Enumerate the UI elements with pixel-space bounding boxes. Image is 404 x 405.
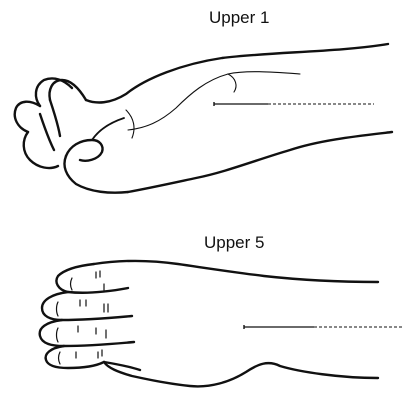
finger-top: [56, 264, 128, 293]
arm-upper-contour: [94, 261, 378, 282]
needle-upper-5: [244, 325, 402, 329]
finger-third: [40, 320, 134, 346]
arm-lower-contour: [104, 362, 378, 386]
finger-second: [42, 292, 132, 320]
nail-3: [57, 328, 59, 342]
nail-1: [71, 278, 73, 290]
nail-4: [59, 352, 61, 364]
finger-fourth: [46, 346, 104, 368]
nail-2: [57, 302, 59, 316]
